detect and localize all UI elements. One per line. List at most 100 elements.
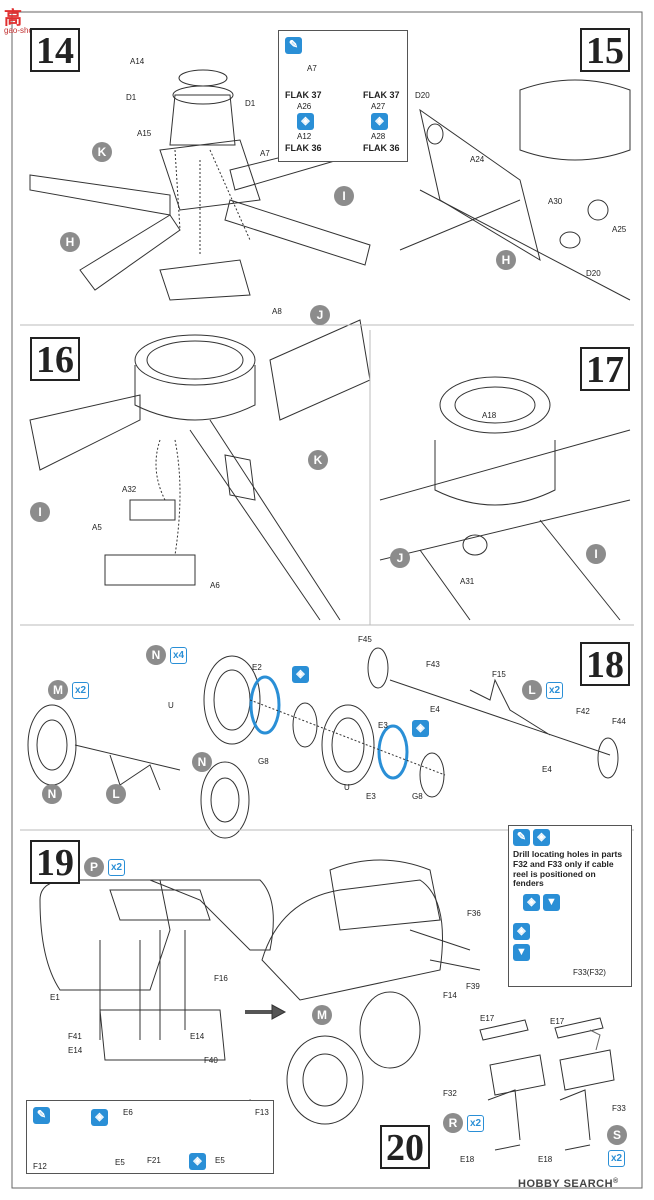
part-label: G8 [412,792,423,801]
part-label: E5 [215,1156,225,1165]
glue-icon: ✎ [285,37,302,54]
subassembly-callout-n: N [192,752,212,772]
part-label: A30 [548,197,563,206]
variant-label: FLAK 37 [363,90,400,100]
step-number-15: 15 [580,28,630,72]
part-label: E2 [252,663,262,672]
cement-icon: ◈ [297,113,314,130]
subassembly-callout-m: M [312,1005,332,1025]
quantity-badge: x2 [72,682,90,699]
part-label: D20 [586,269,601,278]
cement-icon: ◈ [533,829,550,846]
part-label: E6 [123,1108,133,1117]
drill-note-inset: ✎ ◈ Drill locating holes in parts F32 an… [508,825,632,987]
part-label: F14 [443,991,457,1000]
drill-icon: ◈ [523,894,540,911]
subassembly-callout-p: P [84,857,104,877]
part-label: E5 [115,1158,125,1167]
cement-icon: ◈ [371,113,388,130]
part-label: E3 [366,792,376,801]
part-label: A24 [470,155,485,164]
part-label: E14 [68,1046,83,1055]
subassembly-callout-s: S [607,1125,627,1145]
part-label: A25 [612,225,627,234]
subassembly-callout-l: L [522,680,542,700]
quantity-badge: x4 [170,647,188,664]
part-label: F12 [33,1162,47,1171]
part-label: F13 [255,1108,269,1117]
step-number-19: 19 [30,840,80,884]
quantity-badge: x2 [608,1150,626,1167]
quantity-badge: x2 [108,859,126,876]
part-label: D20 [415,91,430,100]
part-label: U [344,783,350,792]
subassembly-callout-r: R [443,1113,463,1133]
glue-icon: ✎ [33,1107,50,1124]
watermark-logo-glyph: 高 [4,8,22,28]
drill-icon: ▼ [513,944,530,961]
drill-icon: ◈ [513,923,530,940]
part-label: D1 [126,93,137,102]
part-label: A8 [272,307,282,316]
part-label: F45 [358,635,372,644]
drill-note-text: Drill locating holes in parts F32 and F3… [513,849,623,889]
part-label: A15 [137,129,152,138]
part-label: A14 [130,57,145,66]
part-label: F36 [467,909,481,918]
subassembly-callout-l: L [106,784,126,804]
quantity-badge: x2 [467,1115,485,1132]
flak-variant-inset: ✎ A7 FLAK 37 FLAK 37 A26 A27 ◈ ◈ A12 A28… [278,30,408,162]
part-label: G8 [258,757,269,766]
drill-icon: ▼ [543,894,560,911]
part-label: F40 [204,1056,218,1065]
cement-icon: ◈ [292,666,309,683]
part-label: F21 [147,1156,161,1165]
part-label: E4 [542,765,552,774]
part-label: F39 [466,982,480,991]
step-number-20: 20 [380,1125,430,1169]
quantity-badge: x2 [546,682,564,699]
subassembly-callout-n: N [42,784,62,804]
subassembly-callout-i: I [334,186,354,206]
subassembly-callout-i: I [586,544,606,564]
cement-icon: ◈ [412,720,429,737]
subassembly-callout-k: K [92,142,112,162]
cement-icon: ◈ [189,1153,206,1170]
part-label: E1 [50,993,60,1002]
subassembly-callout-i: I [30,502,50,522]
part-label: A31 [460,577,475,586]
part-label: E4 [430,705,440,714]
part-label: F43 [426,660,440,669]
part-label: A26 [297,102,312,111]
part-label: A6 [210,581,220,590]
part-label: A7 [260,149,270,158]
variant-label: FLAK 37 [285,90,322,100]
part-label: A7 [307,64,317,73]
part-label: E17 [480,1014,495,1023]
variant-label: FLAK 36 [285,143,322,153]
glue-icon: ✎ [513,829,530,846]
step-number-14: 14 [30,28,80,72]
part-label: A28 [371,132,386,141]
part-label: A5 [92,523,102,532]
subassembly-callout-k: K [308,450,328,470]
watermark-mark: ® [613,1178,619,1185]
step-number-18: 18 [580,642,630,686]
subassembly-callout-j: J [310,305,330,325]
subassembly-callout-n: N [146,645,166,665]
step-number-17: 17 [580,347,630,391]
part-label: U [168,701,174,710]
part-label: F16 [214,974,228,983]
part-label: A32 [122,485,137,494]
hobby-search-watermark: HOBBY SEARCH® [518,1178,619,1190]
part-label: E18 [460,1155,475,1164]
subassembly-callout-m: M [48,680,68,700]
part-label: F32 [443,1089,457,1098]
step-number-16: 16 [30,337,80,381]
part-label: A12 [297,132,312,141]
watermark-brand: HOBBY SEARCH [518,1178,614,1190]
part-label: F33 [612,1104,626,1113]
variant-label: FLAK 36 [363,143,400,153]
subassembly-callout-h: H [60,232,80,252]
part-label: E14 [190,1032,205,1041]
